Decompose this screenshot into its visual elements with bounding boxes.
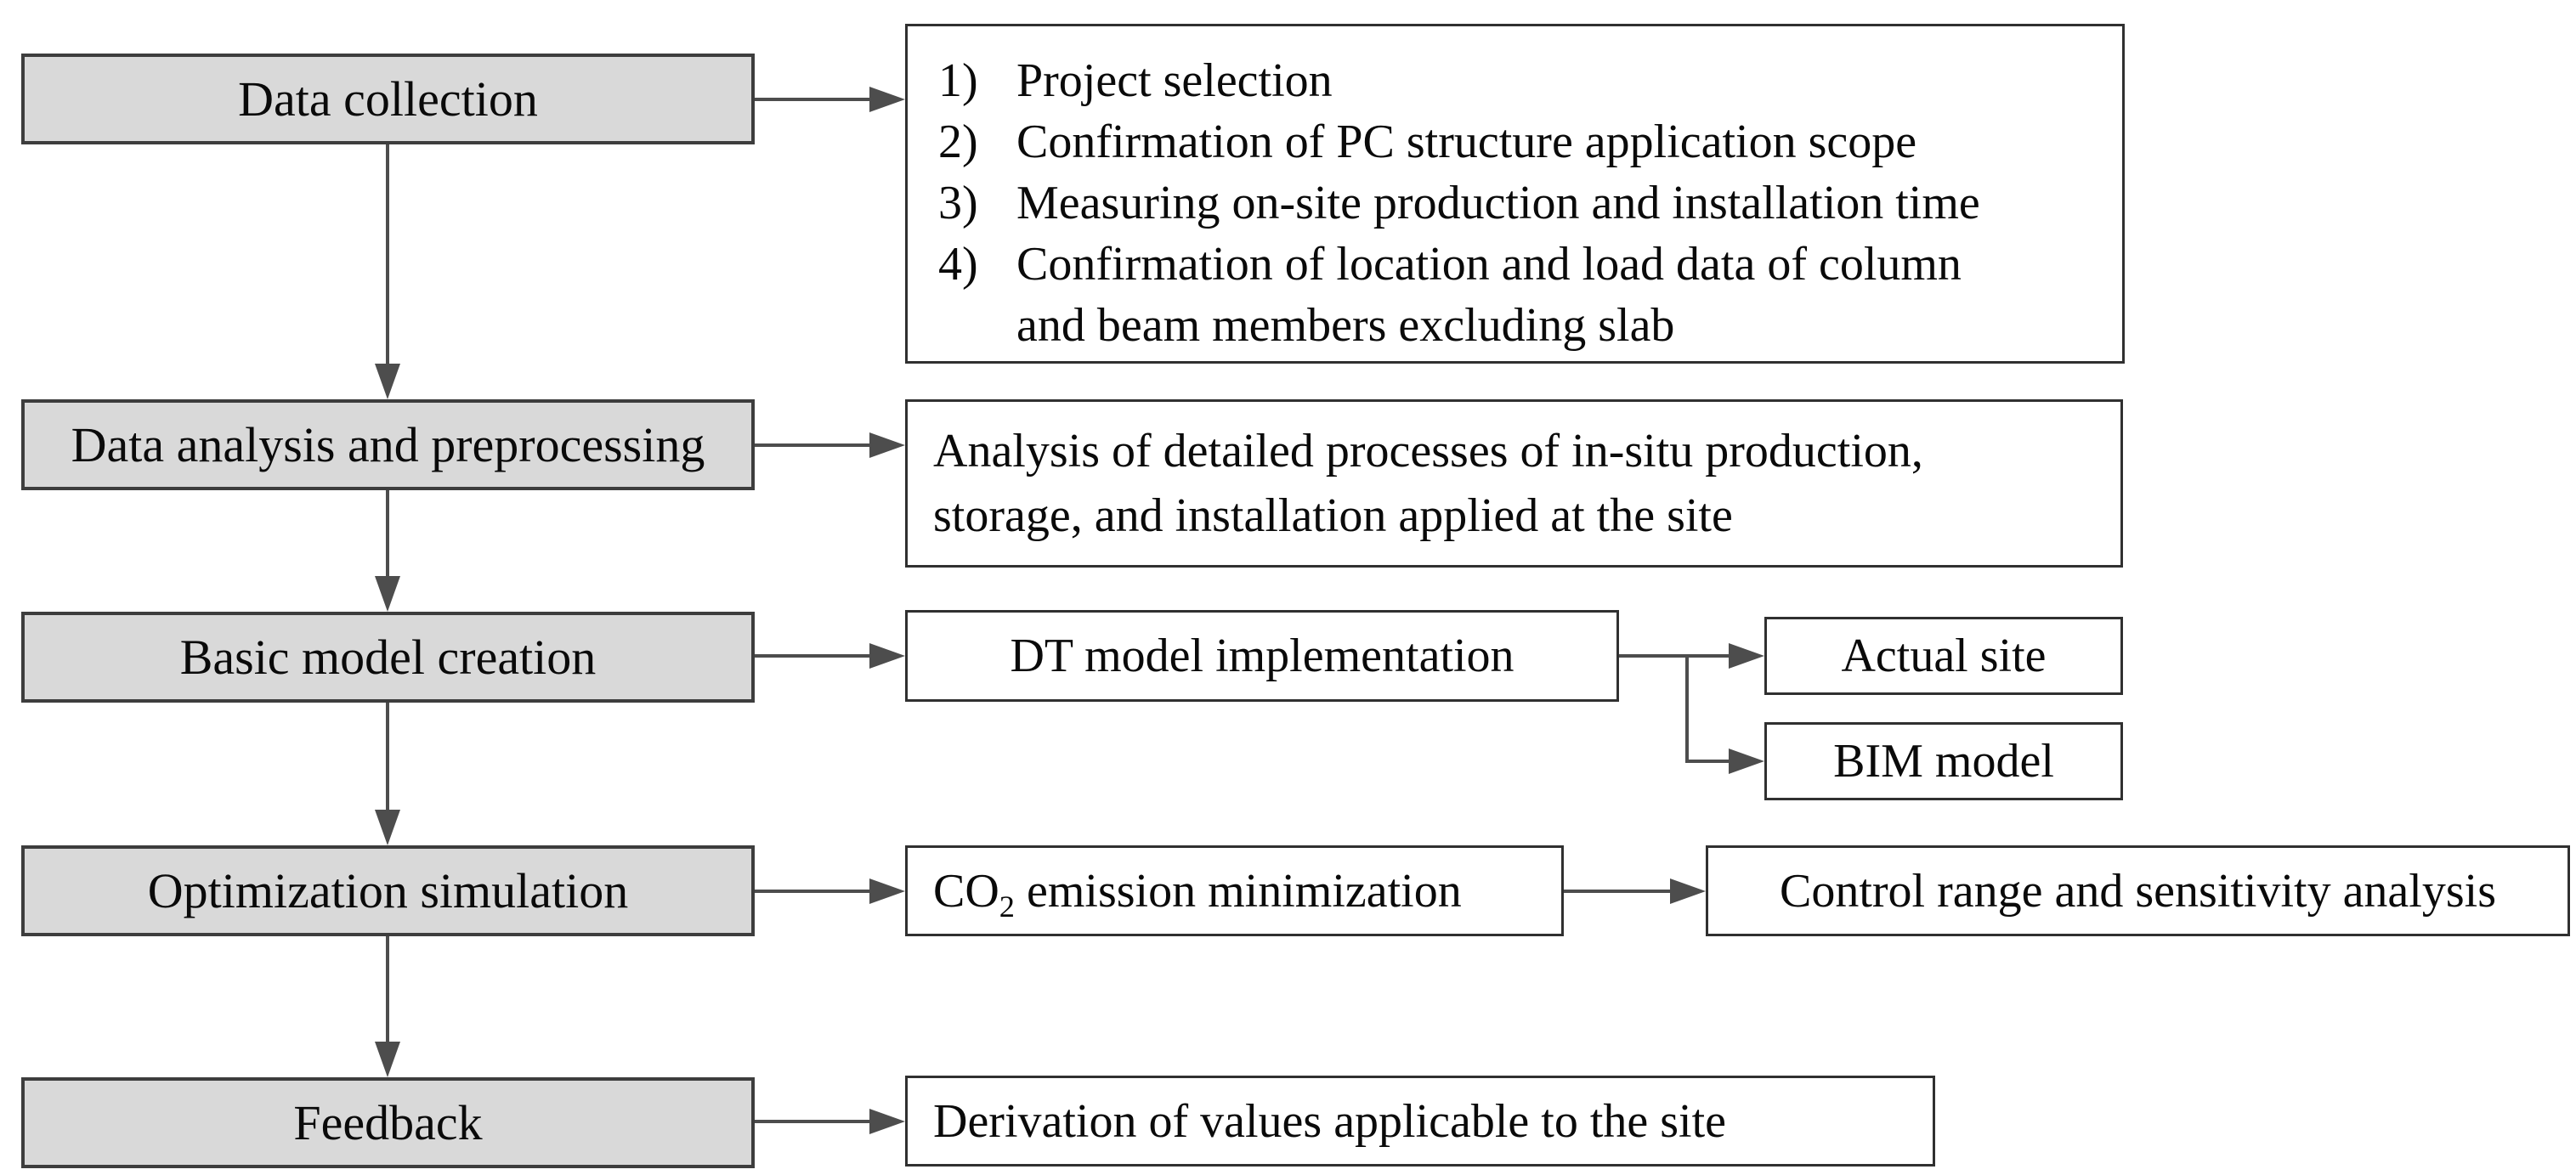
connector-line-stage1-2 (386, 144, 389, 365)
connector-line-branch (1685, 654, 1689, 763)
list-item-number: 1) (938, 54, 978, 107)
list-item-text: Confirmation of location and load data o… (1016, 238, 1962, 291)
co2-minimization-label: CO2 emission minimization (933, 859, 1561, 924)
control-range-label: Control range and sensitivity analysis (1780, 864, 2496, 918)
stage-box-basic-model: Basic model creation (21, 612, 755, 703)
control-range-box: Control range and sensitivity analysis (1706, 845, 2570, 936)
analysis-details-box: Analysis of detailed processes of in-sit… (905, 399, 2123, 568)
list-item: 4) Confirmation of location and load dat… (938, 234, 2114, 295)
connector-line-collection (755, 98, 871, 101)
stage-label: Data analysis and preprocessing (71, 417, 705, 472)
arrow-down-icon (375, 1042, 400, 1077)
arrow-right-icon (1729, 748, 1764, 774)
arrow-down-icon (375, 364, 400, 399)
list-item: 2) Confirmation of PC structure applicat… (938, 111, 2114, 172)
arrow-down-icon (375, 576, 400, 612)
derivation-label: Derivation of values applicable to the s… (933, 1094, 1727, 1148)
list-item-number: 2) (938, 116, 978, 168)
connector-line-derivation (755, 1120, 871, 1123)
derivation-box: Derivation of values applicable to the s… (905, 1076, 1935, 1167)
connector-line-analysis (755, 443, 871, 447)
dt-model-box: DT model implementation (905, 610, 1619, 702)
actual-site-box: Actual site (1764, 617, 2123, 695)
stage-box-data-analysis: Data analysis and preprocessing (21, 399, 755, 490)
stage-box-optimization: Optimization simulation (21, 845, 755, 936)
connector-line-bim-model (1685, 760, 1729, 763)
arrow-right-icon (869, 87, 905, 112)
arrow-right-icon (869, 1109, 905, 1134)
arrow-right-icon (869, 878, 905, 904)
stage-label: Feedback (293, 1095, 483, 1150)
list-item-text: Measuring on-site production and install… (1016, 177, 1980, 229)
connector-line-co2 (755, 890, 871, 893)
actual-site-label: Actual site (1841, 630, 2047, 682)
analysis-detail-line: Analysis of detailed processes of in-sit… (933, 425, 1923, 477)
list-item-number: 4) (938, 238, 978, 291)
dt-model-label: DT model implementation (1010, 630, 1514, 682)
connector-line-stage2-3 (386, 490, 389, 576)
stage-label: Basic model creation (179, 630, 597, 685)
list-item-text: Confirmation of PC structure application… (1016, 116, 1917, 168)
bim-model-label: BIM model (1833, 735, 2054, 788)
arrow-right-icon (869, 643, 905, 669)
list-item-number: 3) (938, 177, 978, 229)
connector-line-dt-model (755, 654, 871, 658)
connector-line-stage3-4 (386, 703, 389, 810)
list-item: 3) Measuring on-site production and inst… (938, 172, 2114, 234)
list-item-continuation: and beam members excluding slab (1016, 299, 1675, 352)
connector-line-actual-site (1619, 654, 1729, 658)
arrow-right-icon (1729, 643, 1764, 669)
bim-model-box: BIM model (1764, 722, 2123, 800)
connector-line-stage4-5 (386, 936, 389, 1042)
analysis-detail-line: storage, and installation applied at the… (933, 489, 1733, 542)
co2-subscript: 2 (999, 889, 1015, 924)
connector-line-control (1564, 890, 1670, 893)
list-item: 1) Project selection (938, 50, 2114, 111)
arrow-right-icon (869, 432, 905, 458)
arrow-down-icon (375, 810, 400, 845)
stage-box-data-collection: Data collection (21, 54, 755, 144)
stage-label: Optimization simulation (147, 863, 629, 918)
co2-text: emission minimization (1015, 864, 1462, 918)
co2-minimization-box: CO2 emission minimization (905, 845, 1564, 936)
arrow-right-icon (1670, 878, 1706, 904)
collection-details-box: 1) Project selection 2) Confirmation of … (905, 24, 2125, 364)
stage-box-feedback: Feedback (21, 1077, 755, 1168)
stage-label: Data collection (238, 71, 538, 127)
list-item-text: Project selection (1016, 54, 1333, 107)
co2-text: CO (933, 864, 999, 918)
